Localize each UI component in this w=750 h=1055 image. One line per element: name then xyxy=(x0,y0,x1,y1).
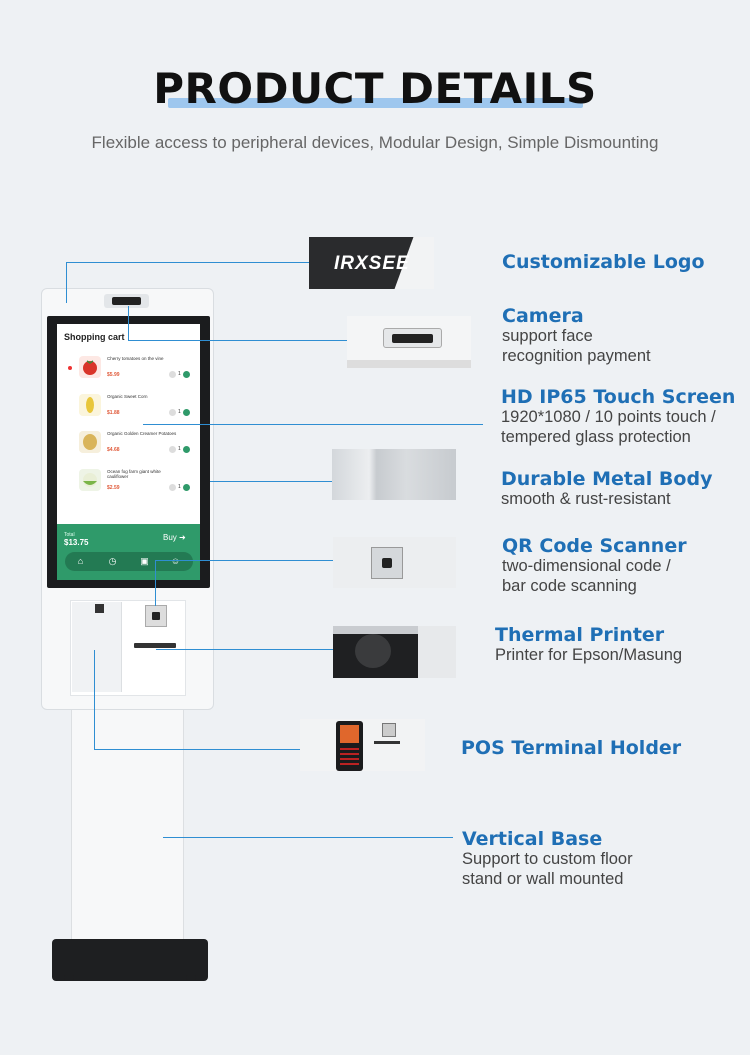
corn-icon xyxy=(79,394,101,416)
feature-camera: Camera support face recognition payment xyxy=(502,305,651,365)
kiosk-foot xyxy=(64,975,74,980)
feature-pos-holder: POS Terminal Holder xyxy=(461,737,682,759)
cart-item: Ocean fog farm giant white cauliflower $… xyxy=(65,469,195,499)
page-subtitle: Flexible access to peripheral devices, M… xyxy=(91,133,659,152)
pos-terminal-closeup xyxy=(300,719,425,771)
feature-metal-body: Durable Metal Body smooth & rust-resista… xyxy=(501,468,713,508)
kiosk-camera xyxy=(104,294,149,308)
page-title: PRODUCT DETAILS xyxy=(153,64,597,113)
arrow-right-icon: ➜ xyxy=(179,533,186,542)
tomato-icon xyxy=(79,356,101,378)
total-label: Total xyxy=(64,532,75,538)
cauliflower-icon xyxy=(79,469,101,491)
pos-holder xyxy=(72,602,122,692)
feature-logo: Customizable Logo xyxy=(502,251,705,273)
cart-icon[interactable]: ▣ xyxy=(140,556,149,566)
feature-touch-screen: HD IP65 Touch Screen 1920*1080 / 10 poin… xyxy=(501,386,736,446)
feature-qr-scanner: QR Code Scanner two-dimensional code / b… xyxy=(502,535,687,595)
printer-closeup xyxy=(333,626,456,678)
qr-scanner-closeup xyxy=(333,537,456,588)
quantity-stepper[interactable]: 1 xyxy=(169,409,191,416)
logo-closeup: IRXSEE xyxy=(309,237,434,289)
quantity-stepper[interactable]: 1 xyxy=(169,446,191,453)
printer-slot xyxy=(134,643,176,648)
kiosk-screen: Shopping cart Cherry tomatoes on the vin… xyxy=(57,324,200,580)
feature-vertical-base: Vertical Base Support to custom floor st… xyxy=(462,828,633,888)
profile-icon[interactable]: ☺ xyxy=(170,556,181,566)
quantity-stepper[interactable]: 1 xyxy=(169,371,191,378)
title-underline xyxy=(168,98,583,108)
cart-item: Cherry tomatoes on the vine $5.99 1 xyxy=(65,356,195,386)
cart-item: Organic Golden Creamer Potatoes $4.68 1 xyxy=(65,431,195,461)
total-value: $13.75 xyxy=(64,538,89,547)
clock-icon[interactable]: ◷ xyxy=(108,556,117,566)
kiosk-pole xyxy=(71,709,184,951)
screen-nav-bar: ⌂ ◷ ▣ ☺ xyxy=(65,552,193,571)
metal-body-closeup xyxy=(332,449,456,500)
kiosk-base xyxy=(52,939,208,981)
cart-title: Shopping cart xyxy=(64,332,125,342)
camera-closeup xyxy=(347,316,471,368)
kiosk-foot xyxy=(186,975,196,980)
buy-button[interactable]: Buy ➜ xyxy=(163,533,186,542)
feature-thermal-printer: Thermal Printer Printer for Epson/Masung xyxy=(495,624,683,664)
potato-icon xyxy=(79,431,101,453)
quantity-stepper[interactable]: 1 xyxy=(169,484,191,491)
home-icon[interactable]: ⌂ xyxy=(77,556,84,566)
cart-item: Organic Sweet Corn $1.88 1 xyxy=(65,394,195,424)
qr-scanner xyxy=(145,605,167,627)
